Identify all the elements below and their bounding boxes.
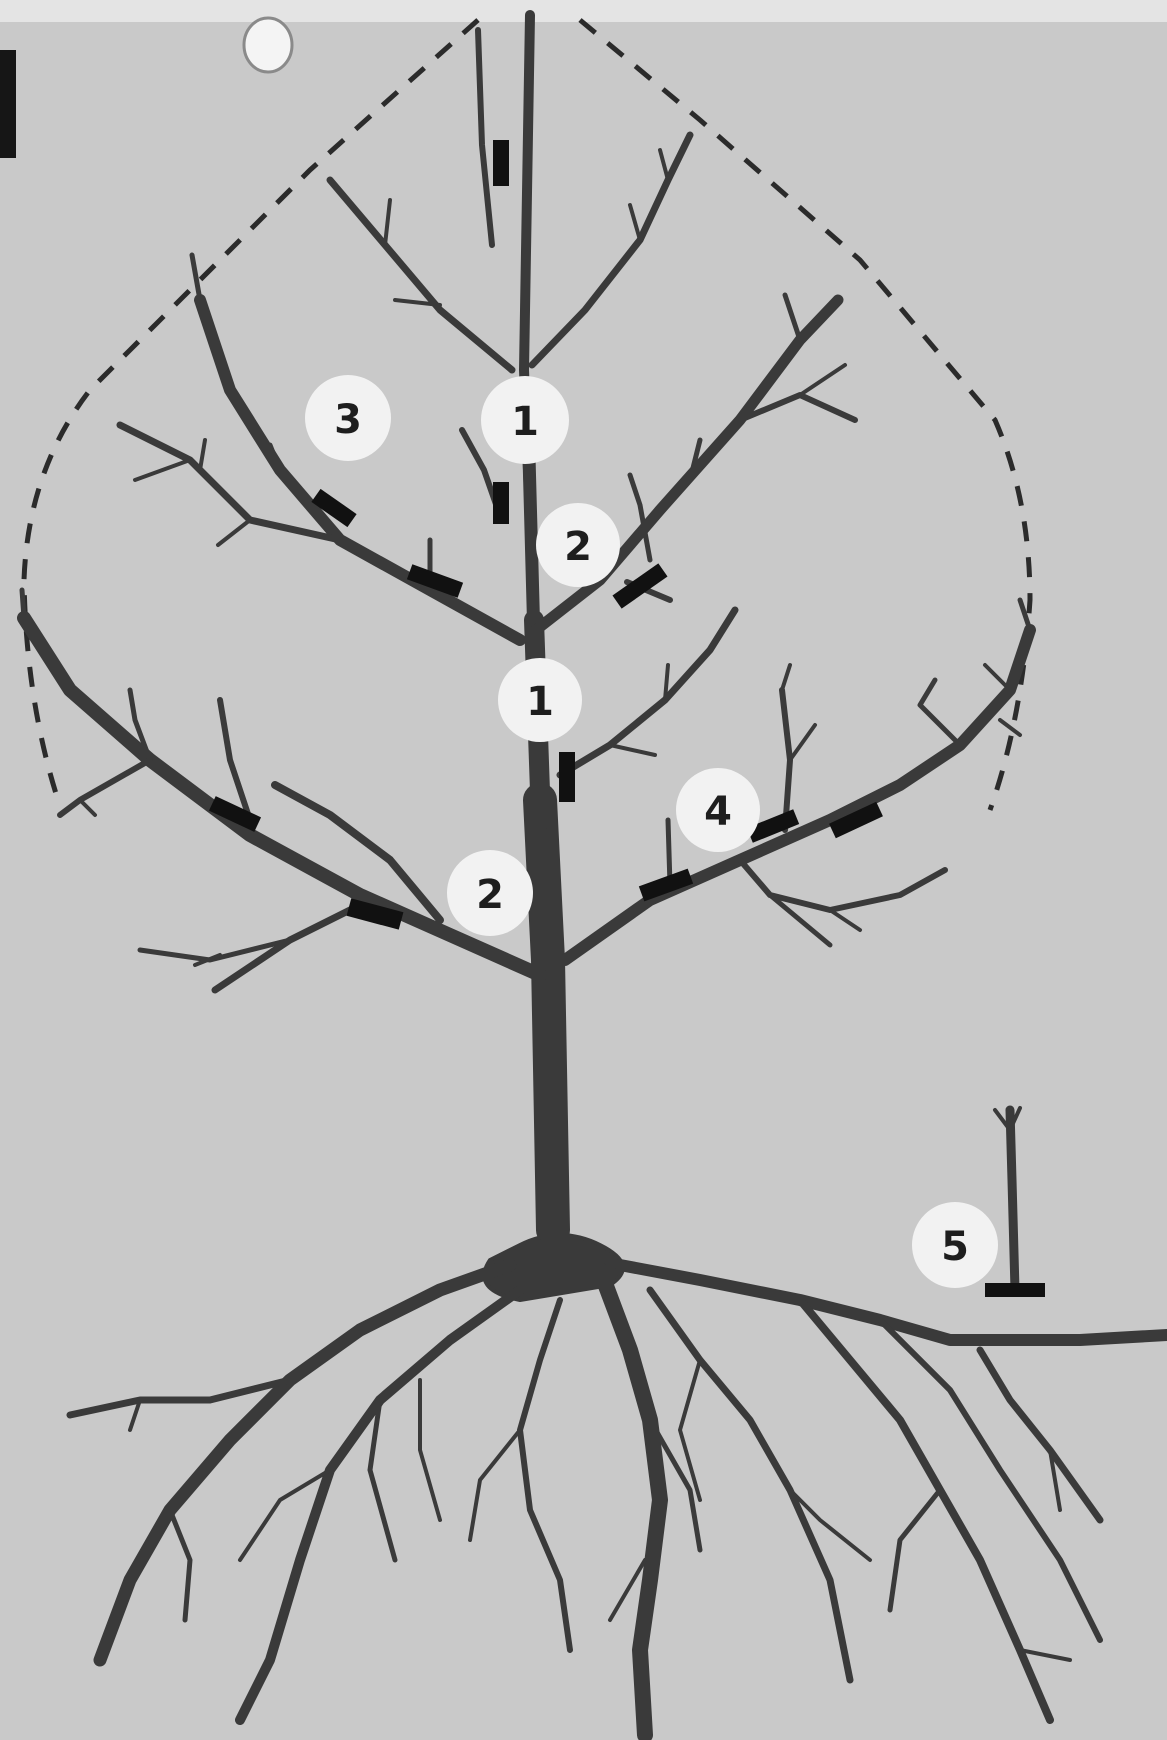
label-3-text: 3 [334,397,362,443]
label-1-upper-text: 1 [511,399,539,445]
label-4: 4 [676,768,760,852]
page-top-strip [0,0,1167,22]
cut-mark [559,752,575,802]
punch-hole [244,18,292,72]
cut-mark [493,482,509,524]
label-2-upper: 2 [536,503,620,587]
label-3: 3 [305,375,391,461]
label-1-lower: 1 [498,658,582,742]
label-5: 5 [912,1202,998,1288]
cut-mark [493,140,509,186]
label-1-lower-text: 1 [526,679,554,725]
cut-mark [985,1283,1045,1297]
label-2-upper-text: 2 [564,524,592,570]
label-2-lower-text: 2 [476,872,504,918]
label-5-text: 5 [941,1224,969,1270]
label-4-text: 4 [704,789,732,835]
label-2-lower: 2 [447,850,533,936]
page-edge-mark [0,50,16,158]
label-1-upper: 1 [481,376,569,464]
